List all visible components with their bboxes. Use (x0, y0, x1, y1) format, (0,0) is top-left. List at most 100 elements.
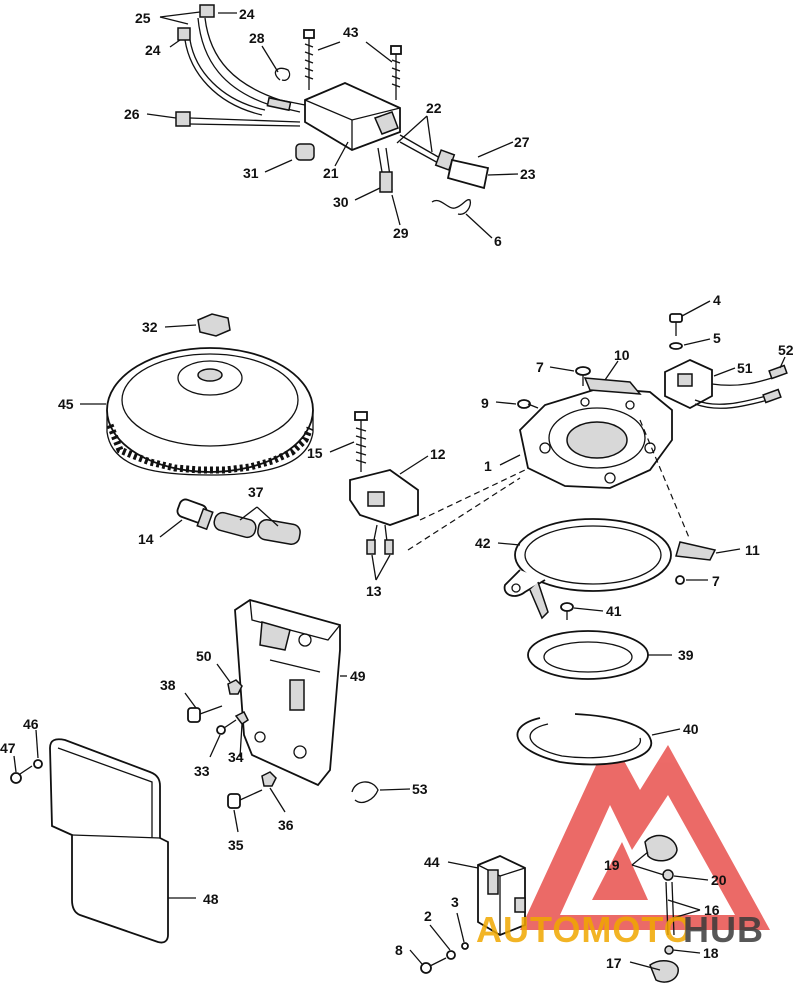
callout-53: 53 (412, 781, 428, 797)
callout-51: 51 (737, 360, 753, 376)
washer-2 (446, 950, 456, 960)
callout-34: 34 (228, 749, 244, 765)
ground-tab-26 (175, 111, 191, 127)
retainer-plate-42 (503, 518, 672, 620)
screw-43b (390, 45, 402, 100)
screw-8 (420, 957, 447, 974)
callout-11: 11 (745, 542, 760, 558)
screw-9 (517, 399, 539, 409)
callout-44: 44 (424, 854, 440, 870)
callout-5: 5 (713, 330, 721, 346)
callout-38: 38 (160, 677, 176, 693)
leader-lines (13, 11, 786, 971)
screw-15 (354, 411, 368, 472)
callout-1: 1 (484, 458, 492, 474)
snap-ring-40 (516, 713, 653, 766)
clip-53 (351, 781, 379, 804)
grommet-31 (295, 143, 315, 161)
washer-46 (33, 759, 43, 769)
clip-28 (274, 67, 291, 81)
spring-20 (662, 869, 674, 881)
callout-52: 52 (778, 342, 794, 358)
callout-22: 22 (426, 100, 442, 116)
callout-13: 13 (366, 583, 382, 599)
screw-4 (669, 313, 683, 336)
callout-6: 6 (494, 233, 502, 249)
callout-37: 37 (248, 484, 264, 500)
washer-3 (461, 942, 469, 950)
terminal-16 (665, 881, 675, 936)
bracket-11 (675, 541, 717, 561)
sleeve-37 (213, 511, 301, 545)
callout-7-top: 7 (536, 359, 544, 375)
callout-35: 35 (228, 837, 244, 853)
screw-43a (303, 29, 315, 90)
wire-terminal-25 (199, 4, 215, 18)
callout-48: 48 (203, 891, 219, 907)
power-pack-assembly (175, 4, 490, 215)
callout-14: 14 (138, 531, 154, 547)
watermark-text-hub: HUB (683, 909, 764, 950)
callout-20: 20 (711, 872, 727, 888)
callout-50: 50 (196, 648, 212, 664)
lead-52a (768, 364, 788, 380)
callout-25: 25 (135, 10, 151, 26)
alignment-line-b (419, 469, 526, 521)
connector-23 (446, 158, 490, 190)
callout-41: 41 (606, 603, 622, 619)
screw-47 (10, 765, 33, 784)
callout-24-top: 24 (239, 6, 255, 22)
callout-31: 31 (243, 165, 259, 181)
callout-9: 9 (481, 395, 489, 411)
callout-29: 29 (393, 225, 409, 241)
connector-30 (379, 171, 393, 193)
callout-36: 36 (278, 817, 294, 833)
callout-26: 26 (124, 106, 140, 122)
callout-47: 47 (0, 740, 16, 756)
callout-42: 42 (475, 535, 491, 551)
callout-19: 19 (604, 857, 620, 873)
callout-7-bottom: 7 (712, 573, 720, 589)
callout-12: 12 (430, 446, 446, 462)
wire-terminal-24 (177, 27, 191, 41)
callout-24: 24 (145, 42, 161, 58)
callout-labels: 25 24 24 28 43 26 22 27 23 31 21 30 29 6… (0, 6, 794, 971)
callout-39: 39 (678, 647, 694, 663)
callout-40: 40 (683, 721, 699, 737)
callout-10: 10 (614, 347, 630, 363)
screw-33 (216, 719, 237, 735)
cover-48 (49, 738, 169, 944)
watermark-text-automoto: AUTOMOTO (476, 909, 693, 950)
callout-46: 46 (23, 716, 39, 732)
alignment-line-c (639, 419, 691, 541)
callout-23: 23 (520, 166, 536, 182)
callout-43: 43 (343, 24, 359, 40)
callout-15: 15 (307, 445, 323, 461)
nut-34 (234, 710, 249, 726)
ignition-coil-44 (477, 855, 526, 937)
washer-5 (669, 342, 683, 350)
callout-33: 33 (194, 763, 210, 779)
mounting-bracket-49 (234, 599, 341, 787)
nut-50 (227, 679, 243, 695)
callout-2: 2 (424, 908, 432, 924)
ring-39 (527, 630, 649, 680)
screw-35 (227, 789, 263, 809)
connector-14 (176, 498, 214, 531)
nut-32 (197, 313, 231, 337)
sensor-coil-51 (664, 359, 779, 410)
callout-49: 49 (350, 668, 366, 684)
callout-21: 21 (323, 165, 339, 181)
nut-36 (261, 771, 277, 787)
clip-6 (431, 199, 472, 215)
callout-3: 3 (451, 894, 459, 910)
callout-17: 17 (606, 955, 622, 971)
callout-45: 45 (58, 396, 74, 412)
power-pack-21 (304, 82, 401, 151)
alignment-line-a (407, 477, 521, 551)
flywheel-45 (106, 347, 314, 476)
boot-19 (644, 834, 678, 862)
watermark-logo (520, 735, 770, 930)
screw-7b (675, 575, 685, 585)
